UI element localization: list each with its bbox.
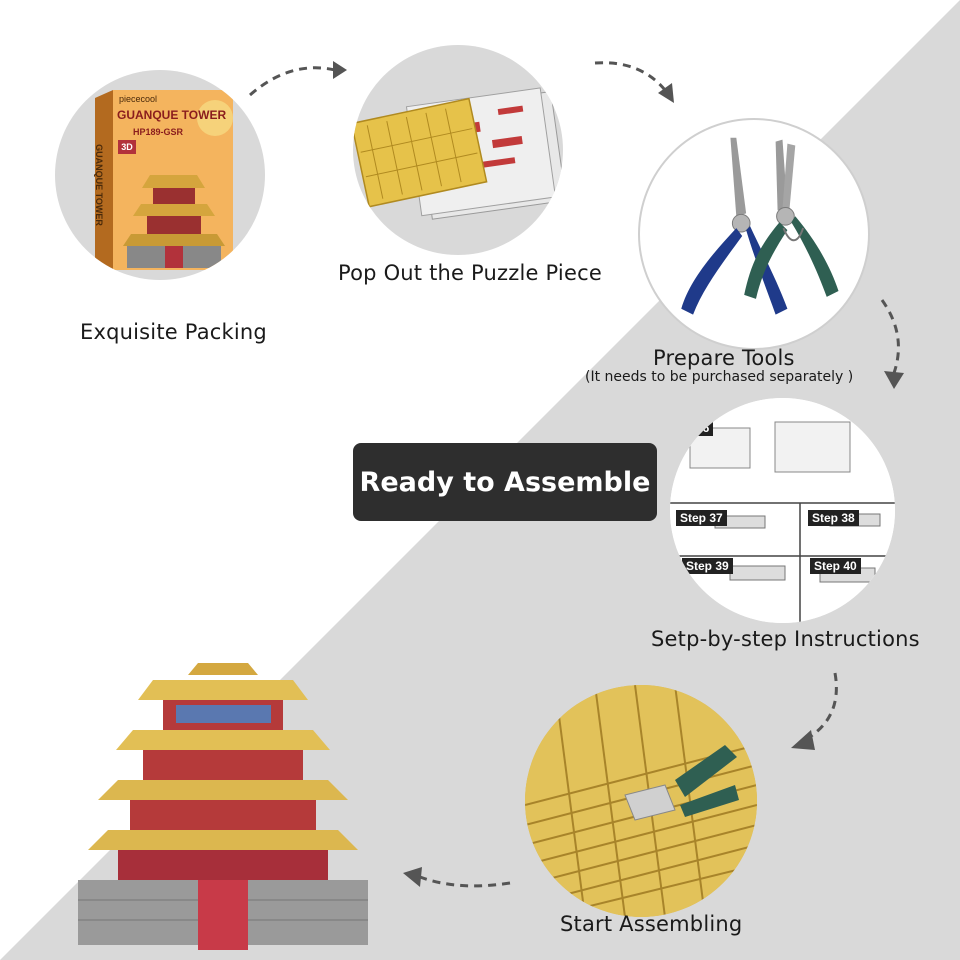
arrow-assembling-to-finished	[403, 867, 511, 888]
box-3d-badge: 3D	[118, 140, 136, 154]
tools-note: (It needs to be purchased separately )	[585, 369, 854, 385]
tools-circle	[638, 118, 870, 350]
product-box-image	[95, 90, 233, 270]
arrow-packing-to-popout	[249, 61, 347, 97]
box-brand: piececool	[119, 94, 158, 104]
pop-out-label: Pop Out the Puzzle Piece	[338, 261, 602, 285]
instructions-circle: 36 Step 37 Step 38 Step 39 Step 40	[670, 398, 895, 623]
assembling-image	[525, 685, 757, 917]
pop-out-circle	[353, 45, 563, 255]
box-spine-text: GUANQUE TOWER	[94, 144, 104, 226]
metal-sheets-image	[353, 87, 563, 220]
step-tag-38: Step 38	[808, 510, 859, 526]
packing-circle: piececool GUANQUE TOWER HP189-GSR 3D GUA…	[55, 70, 265, 280]
tools-label: Prepare Tools	[653, 346, 795, 370]
arrow-popout-to-tools	[594, 61, 674, 103]
step-tag-37: Step 37	[676, 510, 727, 526]
page-number: 36	[692, 420, 714, 436]
step-tag-39: Step 39	[682, 558, 733, 574]
pliers-image	[681, 137, 839, 315]
box-model: HP189-GSR	[133, 127, 184, 137]
box-title: GUANQUE TOWER	[117, 108, 227, 122]
instructions-label: Setp-by-step Instructions	[651, 627, 920, 651]
packing-label: Exquisite Packing	[80, 320, 267, 344]
assembling-label: Start Assembling	[560, 912, 743, 936]
ready-to-assemble-badge: Ready to Assemble	[353, 443, 657, 521]
finished-tower-image	[78, 663, 368, 950]
assembling-circle	[525, 685, 757, 917]
arrow-instructions-to-assembling	[791, 672, 838, 750]
step-tag-40: Step 40	[810, 558, 861, 574]
arrow-tools-to-instructions	[880, 299, 904, 389]
